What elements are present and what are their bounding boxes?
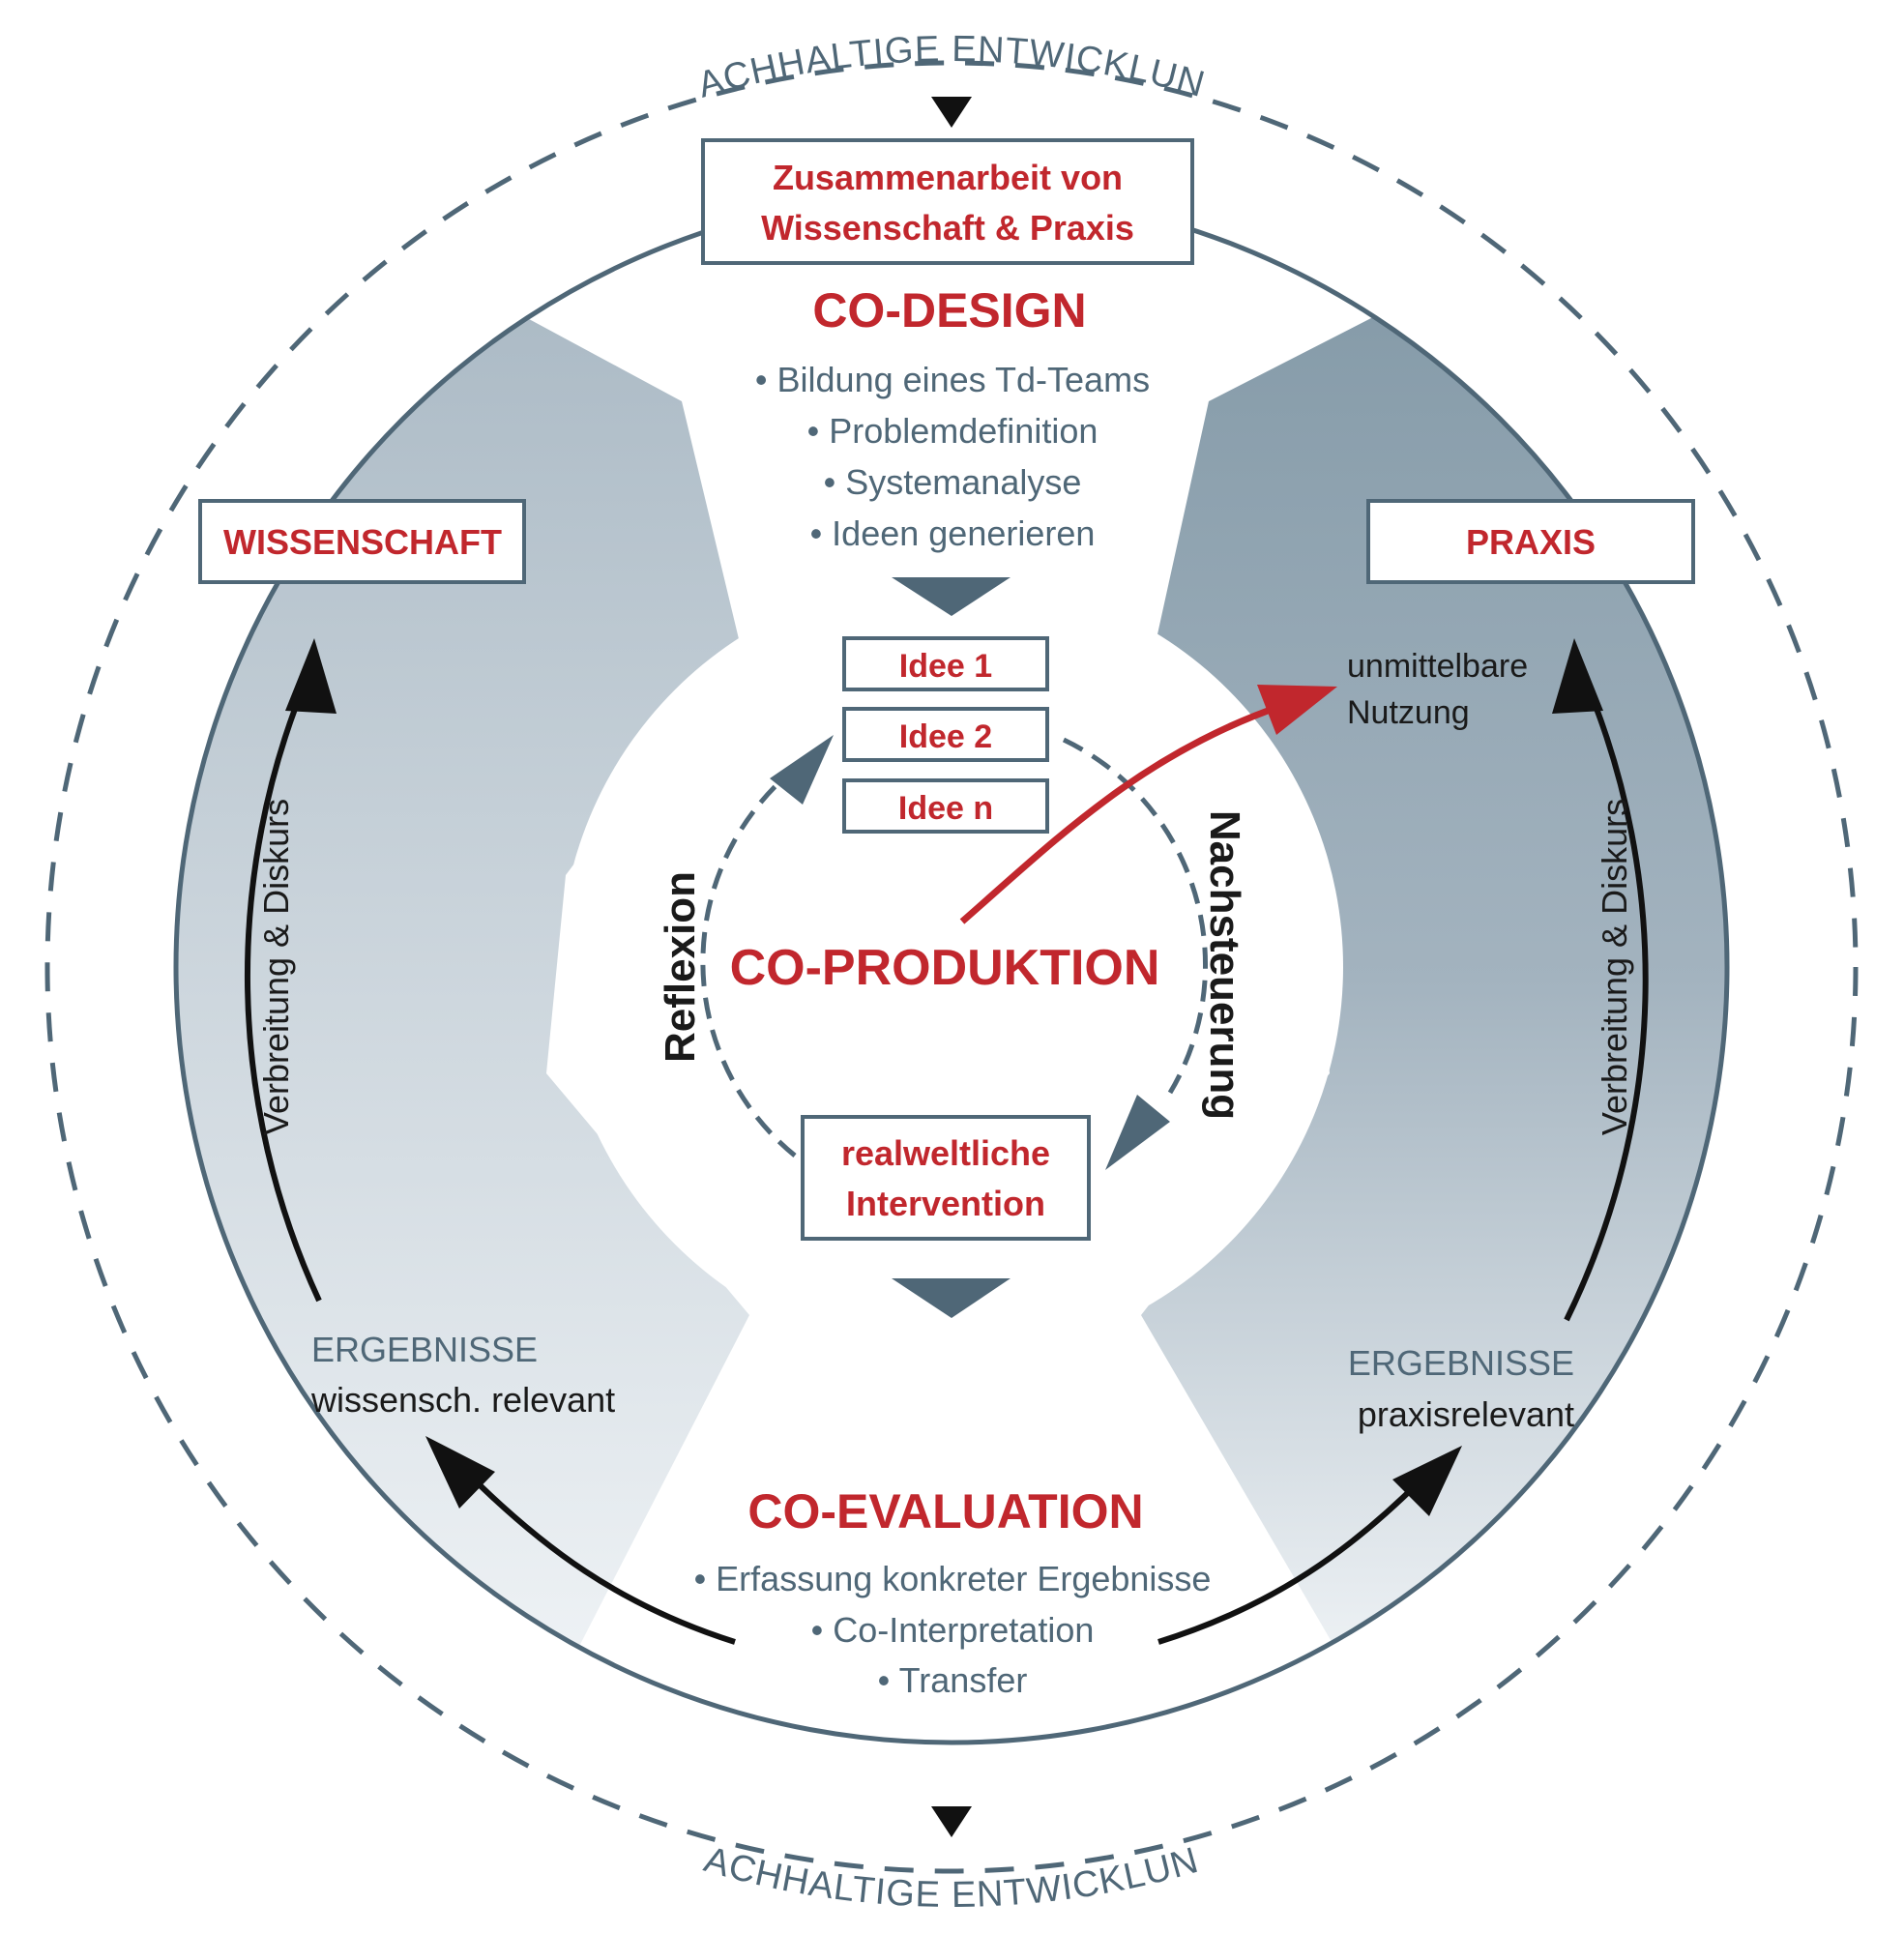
svg-text:WISSENSCHAFT: WISSENSCHAFT [223,522,502,562]
right-results-subtitle: praxisrelevant [1358,1394,1574,1434]
nachsteuerung-label: Nachsteuerung [1201,810,1248,1120]
reflexion-label: Reflexion [657,871,704,1063]
left-dissemination-arrow [244,675,322,1303]
left-dissemination-label: Verbreitung & Diskurs [256,799,296,1135]
direct-use-arrowhead-icon [1257,685,1337,735]
right-dissemination-arrowhead-icon [1552,638,1603,714]
design-chevron-icon [892,577,1011,616]
evaluation-to-practice-arrow [1157,1477,1424,1645]
right-results-title: ERGEBNISSE [1348,1343,1574,1383]
left-results-subtitle: wissensch. relevant [310,1380,615,1420]
nachsteuerung-arrowhead-icon [1105,1095,1170,1170]
top-down-triangle [931,97,972,128]
svg-text:PRAXIS: PRAXIS [1466,522,1596,562]
co-evaluation-item: • Erfassung konkreter Ergebnisse [694,1559,1212,1598]
svg-text:Intervention: Intervention [846,1184,1045,1223]
outer-dashed-ring [44,60,1859,1874]
right-dissemination-arrow [1564,675,1649,1322]
co-design-item: • Systemanalyse [824,462,1082,502]
idea-box-2: Idee 2 [842,707,1049,762]
svg-text:realweltliche: realweltliche [841,1133,1050,1173]
collaboration-line-2: Wissenschaft & Praxis [761,208,1134,248]
evaluation-chevron-icon [892,1278,1011,1318]
svg-text:Idee 2: Idee 2 [899,718,992,755]
evaluation-to-science-arrow [461,1467,736,1645]
direct-use-line-1: unmittelbare [1347,648,1528,685]
co-design-item: • Ideen generieren [810,513,1096,553]
right-dissemination-label: Verbreitung & Diskurs [1595,799,1634,1135]
co-design-item: • Problemdefinition [807,411,1098,451]
bottom-down-triangle [931,1806,972,1837]
left-results-title: ERGEBNISSE [311,1330,538,1369]
collaboration-box: Zusammenarbeit von Wissenschaft & Praxis [701,138,1194,265]
co-design-item: • Bildung eines Td-Teams [755,360,1150,399]
evaluation-to-practice-arrowhead-icon [1392,1446,1462,1516]
svg-text:Idee n: Idee n [898,790,993,827]
co-evaluation-item: • Co-Interpretation [811,1610,1095,1650]
left-dissemination-arrowhead-icon [285,638,337,714]
intervention-box: realweltliche Intervention [801,1115,1091,1241]
co-design-title: CO-DESIGN [812,283,1086,337]
direct-use-arrow [959,702,1283,924]
wissenschaft-box: WISSENSCHAFT [198,499,526,584]
evaluation-to-science-arrowhead-icon [425,1436,495,1509]
co-evaluation-title: CO-EVALUATION [747,1484,1143,1538]
praxis-box: PRAXIS [1366,499,1695,584]
idea-box-n: Idee n [842,778,1049,834]
co-produktion-title: CO-PRODUKTION [730,940,1160,996]
svg-text:Idee 1: Idee 1 [899,648,992,685]
collaboration-line-1: Zusammenarbeit von [773,158,1123,197]
direct-use-line-2: Nutzung [1347,694,1470,731]
idea-box-1: Idee 1 [842,636,1049,691]
co-evaluation-item: • Transfer [878,1660,1028,1700]
reflexion-dashed-arc [700,747,824,1157]
nachsteuerung-dashed-arc [1062,737,1208,1095]
reflexion-arrowhead-icon [770,735,834,805]
